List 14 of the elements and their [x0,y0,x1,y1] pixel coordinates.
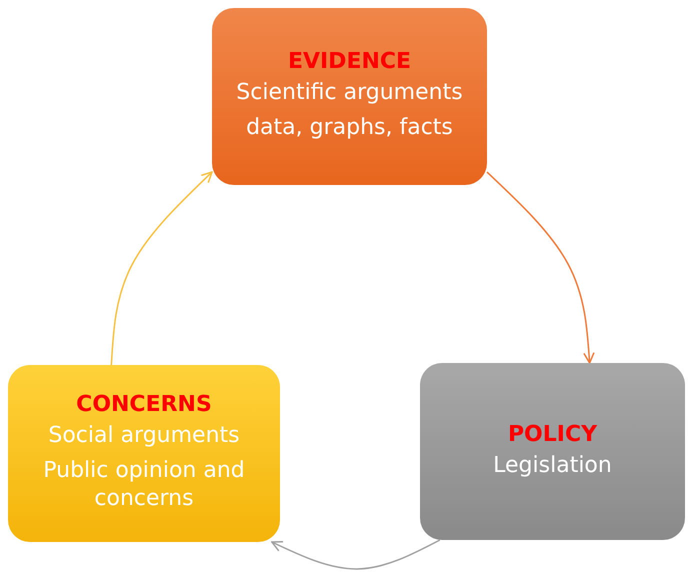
arrow [486,172,595,364]
process-box [420,363,685,540]
box-text: Public opinion and concerns [42,456,246,514]
arrow [271,539,440,570]
box-text: Scientific arguments [236,79,463,108]
box-heading: EVIDENCE [288,49,412,74]
box-heading: CONCERNS [76,392,212,418]
box-text: data, graphs, facts [246,114,453,142]
box-heading: POLICY [508,422,598,447]
arrow [110,171,213,366]
process-box [8,365,280,542]
box-text: Social arguments [48,422,240,450]
process-box [212,8,487,185]
box-text: Legislation [493,452,612,480]
